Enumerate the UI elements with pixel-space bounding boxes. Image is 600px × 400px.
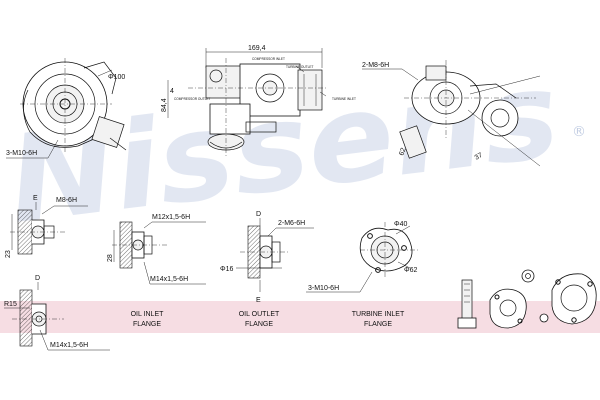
turbo-side-view: 2-M8-6H 62 37 <box>362 60 541 167</box>
outlet-bore: Φ16 <box>220 266 233 273</box>
note-turbine-inlet: TURBINE INLET <box>332 97 356 101</box>
height-dimension: 84,4 <box>161 98 168 112</box>
oil-outlet-label-2: FLANGE <box>245 321 273 328</box>
flange-labels: OIL INLET FLANGE OIL OUTLET FLANGE TURBI… <box>131 311 405 328</box>
flange-bore-small: Φ40 <box>394 221 407 228</box>
turbine-gasket <box>551 273 597 325</box>
bore-label: Φ100 <box>108 74 125 81</box>
oil-inlet-label-2: FLANGE <box>133 321 161 328</box>
oil-outlet-label-1: OIL OUTLET <box>239 311 280 318</box>
inlet-thread-top: M12x1,5-6H <box>152 214 190 221</box>
side-dimension: 4 <box>170 88 174 95</box>
detail-e-view: E 23 M8-6H <box>5 195 88 258</box>
registered-mark: ® <box>572 124 586 140</box>
right-dimension-b: 37 <box>474 152 484 162</box>
flange-bolts: 3-M10-6H <box>308 285 339 292</box>
flange-bore-large: Φ62 <box>404 267 417 274</box>
note-turbine-outlet: TURBINE OUTLET <box>286 65 314 69</box>
e-bolt-label: M8-6H <box>56 197 77 204</box>
outlet-bolts: 2-M6-6H <box>278 220 305 227</box>
note-compressor-outlet: COMPRESSOR OUTLET <box>174 97 211 101</box>
inlet-height: 28 <box>107 254 114 262</box>
oil-gasket <box>489 288 527 329</box>
right-dimension-a: 62 <box>398 147 407 157</box>
detail-oil-inlet: 28 M12x1,5-6H M14x1,5-6H <box>107 214 206 285</box>
turbine-outlet <box>297 69 323 111</box>
bolt-and-gaskets <box>457 269 597 329</box>
bolt-label-left: 3-M10-6H <box>6 150 37 157</box>
detail-turbine-flange: Φ40 Φ62 3-M10-6H <box>306 221 418 293</box>
actuator-right <box>399 125 427 159</box>
section-d-label: D <box>256 211 261 218</box>
section-e-label-2: E <box>256 297 261 304</box>
turbo-top-view: 169,4 84,4 4 COMPRESSOR INLET TURBINE OU… <box>161 45 356 158</box>
inlet-thread-bottom: M14x1,5-6H <box>150 276 188 283</box>
turbine-inlet-label-1: TURBINE INLET <box>352 311 405 318</box>
width-dimension: 169,4 <box>248 45 266 52</box>
turbo-front-view: Φ100 3-M10-6H <box>6 58 127 159</box>
detail-d-view: D R15 M14x1,5-6H <box>4 275 110 351</box>
d-thread: M14x1,5-6H <box>50 342 88 349</box>
bolt-label-right: 2-M8-6H <box>362 62 389 69</box>
detail-oil-outlet: D E 2-M6-6H Φ16 <box>220 211 314 304</box>
turbine-housing <box>481 99 519 137</box>
oil-inlet-label-1: OIL INLET <box>131 311 165 318</box>
section-e-label: E <box>33 195 38 202</box>
d-radius: R15 <box>4 301 17 308</box>
compressor-outlet <box>205 65 243 99</box>
section-d-label-2: D <box>35 275 40 282</box>
actuator-can <box>91 116 125 148</box>
turbine-inlet-label-2: FLANGE <box>364 321 392 328</box>
note-compressor-inlet: COMPRESSOR INLET <box>252 57 285 61</box>
e-height: 23 <box>5 250 12 258</box>
